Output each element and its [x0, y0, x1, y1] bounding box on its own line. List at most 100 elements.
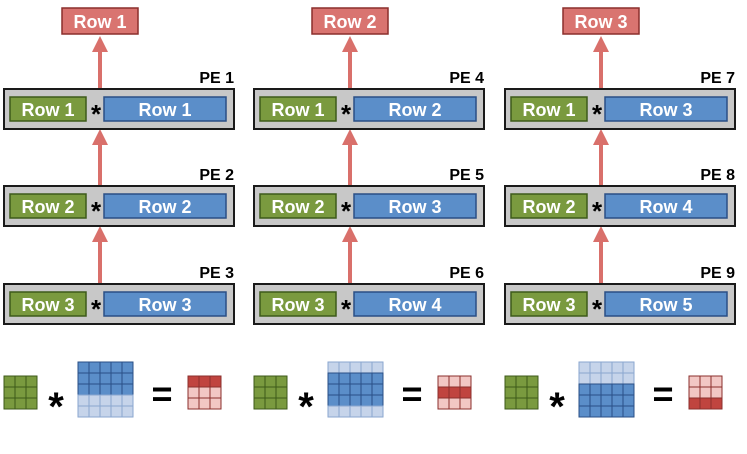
output-matrix-cell — [459, 397, 472, 410]
filter-row-box — [259, 291, 337, 317]
input-matrix-cell — [110, 405, 123, 418]
pe-label: PE 4 — [449, 70, 484, 87]
output-matrix-cell — [699, 375, 712, 388]
input-matrix-cell — [121, 405, 134, 418]
input-matrix-cell — [77, 361, 90, 374]
input-matrix-cell — [589, 372, 602, 385]
input-matrix-cell — [99, 383, 112, 396]
input-matrix-cell — [121, 361, 134, 374]
equals-symbol: = — [652, 373, 673, 414]
input-matrix-cell — [349, 361, 362, 374]
filter-matrix-cell — [275, 386, 288, 399]
output-matrix-cell — [448, 375, 461, 388]
filter-matrix-cell — [253, 397, 266, 410]
filter-matrix-cell — [3, 375, 16, 388]
output-row-label: Row 2 — [323, 12, 376, 32]
input-matrix-cell — [99, 372, 112, 385]
filter-matrix-cell — [14, 397, 27, 410]
filter-matrix-cell — [14, 375, 27, 388]
output-matrix-cell — [710, 375, 723, 388]
input-matrix-cell — [371, 394, 384, 407]
filter-row-box — [510, 96, 588, 122]
input-matrix-cell — [578, 372, 591, 385]
output-matrix-cell — [209, 386, 222, 399]
input-matrix-cell — [371, 383, 384, 396]
input-matrix-cell — [77, 394, 90, 407]
input-matrix-cell — [99, 394, 112, 407]
filter-matrix-cell — [515, 386, 528, 399]
output-matrix-cell — [688, 397, 701, 410]
multiply-symbol: * — [91, 196, 102, 226]
output-matrix-cell — [187, 397, 200, 410]
filter-matrix-cell — [526, 386, 539, 399]
input-matrix-cell — [371, 361, 384, 374]
input-row-label: Row 1 — [138, 100, 191, 120]
multiply-symbol: * — [592, 99, 603, 129]
filter-matrix-cell — [275, 375, 288, 388]
pe-label: PE 7 — [700, 70, 735, 87]
output-matrix-cell — [459, 375, 472, 388]
filter-matrix-cell — [504, 386, 517, 399]
input-matrix-cell — [622, 383, 635, 396]
input-row-box — [103, 193, 227, 219]
input-row-label: Row 3 — [388, 197, 441, 217]
filter-row-label: Row 2 — [522, 197, 575, 217]
input-matrix-cell — [88, 372, 101, 385]
input-matrix-cell — [88, 394, 101, 407]
input-row-label: Row 2 — [388, 100, 441, 120]
input-matrix-cell — [611, 394, 624, 407]
input-matrix-cell — [88, 405, 101, 418]
input-matrix-cell — [589, 405, 602, 418]
output-matrix-cell — [688, 375, 701, 388]
multiply-symbol: * — [592, 294, 603, 324]
filter-row-box — [9, 291, 87, 317]
multiply-symbol: * — [592, 196, 603, 226]
filter-matrix-cell — [3, 397, 16, 410]
filter-row-box — [259, 193, 337, 219]
input-matrix-cell — [338, 372, 351, 385]
input-matrix-cell — [349, 383, 362, 396]
input-matrix-cell — [327, 361, 340, 374]
filter-row-label: Row 3 — [522, 295, 575, 315]
output-matrix-cell — [710, 397, 723, 410]
multiply-symbol: * — [48, 385, 64, 429]
input-matrix-cell — [578, 383, 591, 396]
filter-matrix-cell — [14, 386, 27, 399]
input-matrix-cell — [622, 405, 635, 418]
multiply-symbol: * — [341, 196, 352, 226]
pe-label: PE 2 — [199, 167, 234, 184]
filter-row-label: Row 2 — [21, 197, 74, 217]
output-matrix-cell — [688, 386, 701, 399]
filter-row-box — [9, 96, 87, 122]
input-row-box — [353, 193, 477, 219]
input-row-label: Row 4 — [388, 295, 441, 315]
filter-row-label: Row 3 — [21, 295, 74, 315]
input-matrix-cell — [578, 361, 591, 374]
input-matrix-cell — [327, 383, 340, 396]
input-row-label: Row 3 — [138, 295, 191, 315]
input-row-label: Row 3 — [639, 100, 692, 120]
input-matrix-cell — [589, 383, 602, 396]
output-matrix-cell — [437, 375, 450, 388]
filter-row-box — [510, 193, 588, 219]
filter-matrix-cell — [515, 397, 528, 410]
input-row-box — [103, 96, 227, 122]
input-matrix-cell — [578, 405, 591, 418]
input-matrix-cell — [589, 394, 602, 407]
output-row-label: Row 3 — [574, 12, 627, 32]
multiply-symbol: * — [298, 385, 314, 429]
filter-matrix-cell — [504, 375, 517, 388]
input-row-box — [353, 96, 477, 122]
pe-label: PE 1 — [199, 70, 234, 87]
input-matrix-cell — [578, 394, 591, 407]
input-matrix-cell — [88, 383, 101, 396]
filter-matrix-cell — [264, 375, 277, 388]
input-matrix-cell — [121, 394, 134, 407]
